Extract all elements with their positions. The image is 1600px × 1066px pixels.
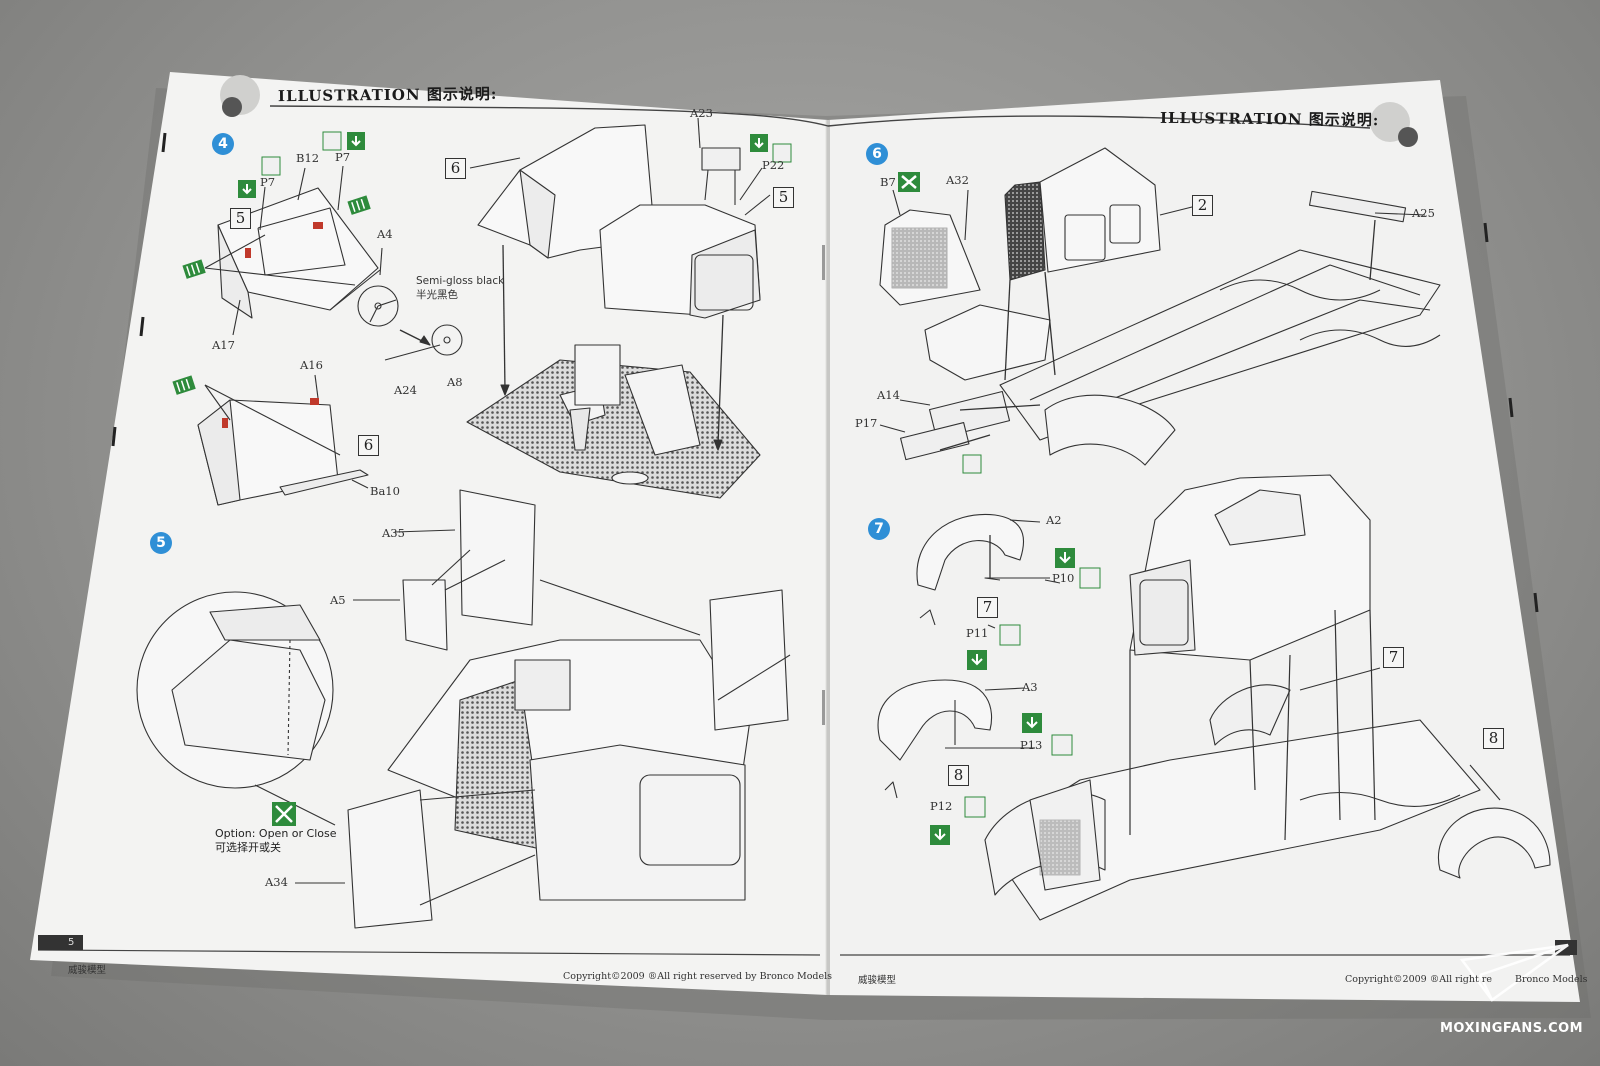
part-label: A32 xyxy=(946,173,969,187)
step-5-badge: 5 xyxy=(150,532,172,554)
part-label: P17 xyxy=(855,416,878,430)
paint-note-en: Semi-gloss black xyxy=(416,275,505,287)
step-4-badge: 4 xyxy=(212,133,234,155)
step-7-badge: 7 xyxy=(868,518,890,540)
part-label: A35 xyxy=(382,526,405,540)
part-label: B12 xyxy=(296,151,320,165)
part-label: P7 xyxy=(260,175,276,189)
paint-note-cn: 半光黑色 xyxy=(416,289,458,301)
part-label: P7 xyxy=(335,150,351,164)
part-label: P12 xyxy=(930,799,953,813)
part-label: A2 xyxy=(1046,513,1062,527)
part-label: P10 xyxy=(1052,571,1075,585)
part-label: Ba10 xyxy=(370,484,400,498)
part-label: A14 xyxy=(877,388,900,402)
callout-box: 6 xyxy=(358,435,379,456)
part-label: A34 xyxy=(265,875,288,889)
left-footer-brand: 威骏模型 xyxy=(68,965,107,976)
part-label: A16 xyxy=(300,358,323,372)
callout-box: 6 xyxy=(445,158,466,179)
callout-box: 7 xyxy=(977,597,998,618)
part-label: A25 xyxy=(1412,206,1435,220)
part-label: A24 xyxy=(394,383,417,397)
watermark-plane-icon xyxy=(1459,943,1569,1002)
step-6-badge: 6 xyxy=(866,143,888,165)
callout-box: 2 xyxy=(1192,195,1213,216)
right-page-header: ILLUSTRATION 图示说明: xyxy=(1159,108,1380,130)
callout-box: 8 xyxy=(1483,728,1504,749)
part-label: A5 xyxy=(330,593,346,607)
part-label: A8 xyxy=(447,375,463,389)
part-label: A17 xyxy=(212,338,235,352)
part-label: P13 xyxy=(1020,738,1043,752)
callout-box: 5 xyxy=(230,208,251,229)
callout-box: 7 xyxy=(1383,647,1404,668)
right-footer-brand: 威骏模型 xyxy=(858,975,897,986)
right-footer-copyright-tail: Bronco Models xyxy=(1515,974,1588,985)
part-label: B7 xyxy=(880,175,896,189)
callout-box: 8 xyxy=(948,765,969,786)
part-label: P11 xyxy=(966,626,989,640)
page-number: 5 xyxy=(68,937,75,948)
option-note-cn: 可选择开或关 xyxy=(215,841,281,854)
watermark-text: MOXINGFANS.COM xyxy=(1440,1021,1584,1036)
callout-box: 5 xyxy=(773,187,794,208)
left-footer-copyright: Copyright©2009 ®All right reserved by Br… xyxy=(563,971,833,982)
part-label: P22 xyxy=(762,158,785,172)
part-label: A3 xyxy=(1022,680,1038,694)
right-footer-copyright: Copyright©2009 ®All right re xyxy=(1345,974,1492,985)
part-label: A4 xyxy=(377,227,393,241)
part-label: A23 xyxy=(690,106,713,120)
left-page-header: ILLUSTRATION 图示说明: xyxy=(277,84,498,106)
option-note-en: Option: Open or Close xyxy=(215,827,337,840)
